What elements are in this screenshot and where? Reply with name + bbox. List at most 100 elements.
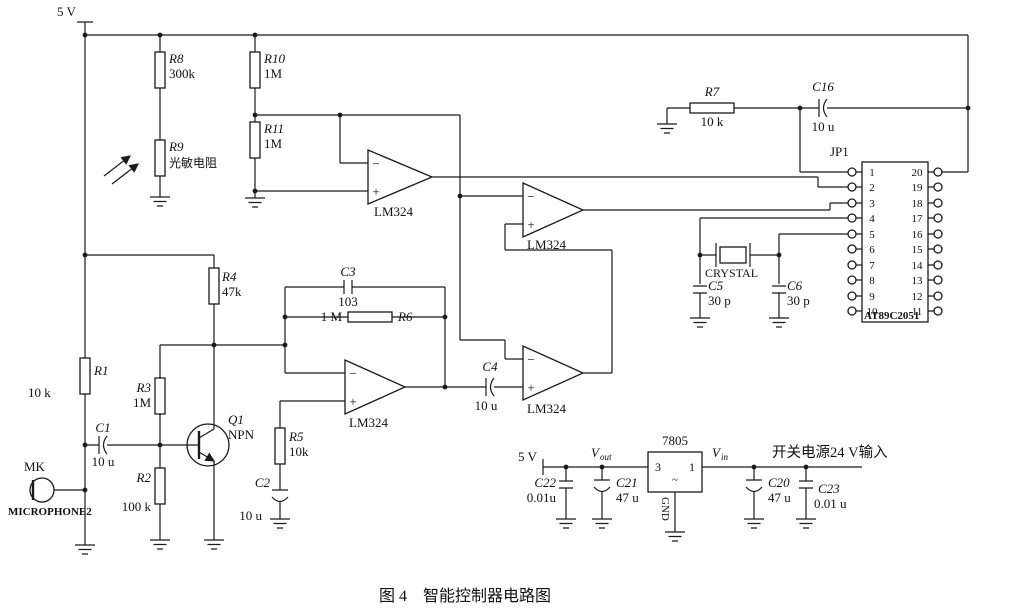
- jp1-pin: [847, 291, 857, 301]
- jp1-pin-number: 7: [869, 260, 875, 272]
- ground-symbol: [656, 123, 678, 134]
- ground-symbol: [555, 518, 577, 529]
- jp1-pin-number: 2: [869, 182, 875, 194]
- jp1-pin-number: 14: [912, 260, 924, 272]
- c4-value-label: 10 u: [475, 398, 498, 413]
- ground-symbol: [795, 518, 817, 529]
- opamp-3-minus-sign: −: [349, 366, 356, 381]
- junction-dot: [442, 314, 448, 320]
- ground-symbol: [591, 518, 613, 529]
- jp1-pin: [933, 167, 943, 177]
- jp1-pin-number: 4: [869, 213, 875, 225]
- jp1-pin-number: 20: [912, 167, 924, 179]
- resistor-r6-body: [347, 311, 393, 323]
- circuit-wires: [54, 21, 969, 545]
- c22-value-label: 0.01u: [527, 490, 557, 505]
- junction-dot: [776, 252, 782, 258]
- opamp-1-label: LM324: [374, 204, 414, 219]
- jp1-pin-number: 18: [912, 198, 924, 210]
- transistor-q1-collector: [198, 428, 215, 439]
- junction-dot: [282, 314, 288, 320]
- junction-dot: [563, 464, 569, 470]
- jp1-pin: [847, 167, 857, 177]
- ground-symbol: [768, 317, 790, 328]
- junction-dot: [697, 252, 703, 258]
- c6-value-label: 30 p: [787, 293, 810, 308]
- regulator-name-label: 7805: [662, 433, 688, 448]
- jp1-pin-circles: [847, 167, 943, 316]
- r11-value-label: 1M: [264, 136, 283, 151]
- figure-caption: 图 4 智能控制器电路图: [379, 587, 551, 605]
- resistor-r3-body: [154, 377, 166, 415]
- c1-value-label: 10 u: [92, 454, 115, 469]
- junction-dot: [282, 342, 288, 348]
- r4-value-label: 47k: [222, 284, 242, 299]
- junction-dot: [442, 384, 448, 390]
- ground-symbol: [203, 539, 225, 550]
- r11-ref-label: R11: [263, 121, 284, 136]
- jp1-pin: [847, 275, 857, 285]
- ground-symbol: [149, 539, 171, 550]
- r9-value-label: 光敏电阻: [169, 155, 217, 170]
- jp1-pin-number: 13: [912, 275, 924, 287]
- c1-ref-label: C1: [95, 420, 110, 435]
- r10-value-label: 1M: [264, 66, 283, 81]
- jp1-pin-number: 12: [912, 291, 923, 303]
- c5-ref-label: C5: [708, 278, 724, 293]
- transistor-q1-body: [186, 423, 230, 467]
- jp1-pin-number: 6: [869, 244, 875, 256]
- c6-ref-label: C6: [787, 278, 803, 293]
- junction-dot: [797, 105, 803, 111]
- r10-ref-label: R10: [263, 51, 285, 66]
- c2-value-label: 10 u: [239, 508, 262, 523]
- resistor-r1-body: [79, 357, 91, 395]
- r1-value-label: 10 k: [28, 385, 51, 400]
- resistor-r4-body: [208, 267, 220, 305]
- regulator-7805-body: [647, 451, 703, 493]
- junction-dot: [82, 487, 88, 493]
- ground-symbol: [689, 317, 711, 328]
- junction-dot: [82, 32, 88, 38]
- opamp-4-label: LM324: [527, 401, 567, 416]
- q1-type-label: NPN: [228, 427, 255, 442]
- ground-symbol: [149, 196, 171, 207]
- r7-ref-label: R7: [704, 84, 720, 99]
- junction-dot: [337, 112, 343, 118]
- jp1-pin-number: 11: [912, 306, 923, 318]
- r7-value-label: 10 k: [701, 114, 724, 129]
- r8-ref-label: R8: [168, 51, 184, 66]
- psu-input-label: 开关电源24 V输入: [772, 444, 888, 461]
- junction-dot: [252, 188, 258, 194]
- regulator-center-mark: ~: [672, 474, 678, 486]
- jp1-pin: [933, 213, 943, 223]
- jp1-pin-number: 3: [869, 198, 875, 210]
- resistor-r8-body: [154, 51, 166, 89]
- regulator-gnd-label: GND: [659, 497, 671, 521]
- ldr-arrow-icon: [103, 155, 131, 177]
- junction-dot: [751, 464, 757, 470]
- resistor-r10-body: [249, 51, 261, 89]
- c5-value-label: 30 p: [708, 293, 731, 308]
- c23-value-label: 0.01 u: [814, 496, 847, 511]
- r1-ref-label: R1: [93, 363, 108, 378]
- jp1-pin: [847, 306, 857, 316]
- mic-label: MICROPHONE2: [8, 506, 92, 518]
- c21-ref-label: C21: [616, 475, 638, 490]
- opamp-1-plus-sign: +: [372, 184, 379, 199]
- resistor-r9-body: [154, 139, 166, 177]
- opamp-4-plus-sign: +: [527, 380, 534, 395]
- ground-symbol: [743, 518, 765, 529]
- c4-ref-label: C4: [482, 359, 498, 374]
- jp1-connector-body: [861, 161, 929, 323]
- mcu-label: AT89C2051: [864, 310, 919, 322]
- q1-ref-label: Q1: [228, 412, 244, 427]
- microphone-icon: [29, 477, 55, 503]
- vout-symbol: V: [591, 445, 601, 460]
- jp1-pin-number: 17: [912, 213, 924, 225]
- c16-ref-label: C16: [812, 79, 834, 94]
- capacitor-plates: [98, 99, 820, 491]
- jp1-pin: [847, 260, 857, 270]
- c22-ref-label: C22: [534, 475, 556, 490]
- jp1-pin: [847, 182, 857, 192]
